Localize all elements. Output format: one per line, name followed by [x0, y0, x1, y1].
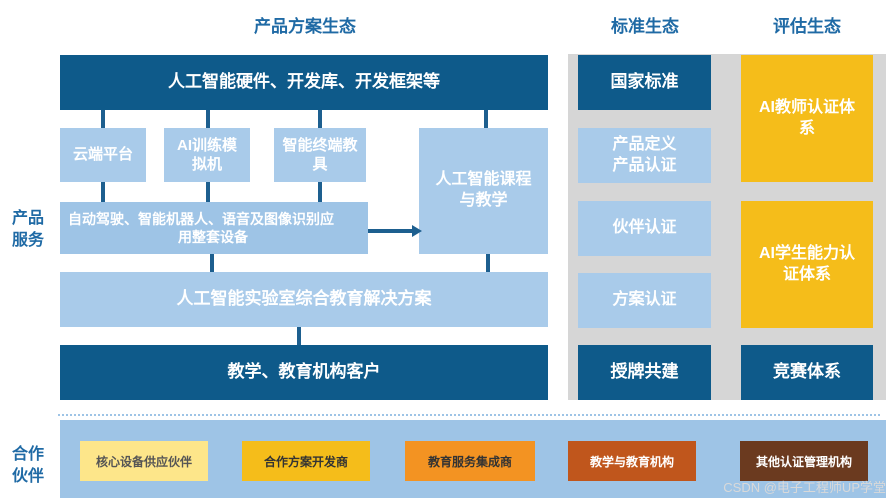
standard-national: 国家标准 [578, 55, 711, 110]
side-label-line: 产品 [11, 210, 44, 227]
standard-solution-certification: 方案认证 [578, 273, 711, 328]
partner-core-device-supplier: 核心设备供应伙伴 [80, 441, 208, 481]
arrow-down [206, 110, 210, 128]
box-line: 自动驾驶、智能机器人、语音及图像识别应 [68, 210, 334, 227]
arrow-down [101, 182, 105, 202]
evaluation-competition-system: 竞赛体系 [741, 345, 873, 400]
box-line: 产品定义 [612, 135, 677, 153]
box-line: 用整套设备 [178, 229, 248, 245]
box-line: 与教学 [459, 192, 508, 209]
box-line: 系 [798, 119, 815, 137]
arrow-down [484, 110, 488, 128]
box-line: 国家标准 [610, 72, 679, 92]
arrow-down [318, 110, 322, 128]
section-divider [58, 414, 880, 416]
evaluation-student-certification: AI学生能力认 证体系 [741, 201, 873, 328]
box-line: AI学生能力认 [758, 244, 855, 262]
smart-terminal-teaching-aids-box: 智能终端教 具 [274, 128, 366, 182]
box-line: 证体系 [782, 265, 831, 283]
standard-co-construction: 授牌共建 [578, 345, 711, 400]
header-standard-ecosystem: 标准生态 [611, 17, 679, 36]
side-label-line: 合作 [11, 446, 44, 463]
arrow-down [297, 327, 301, 345]
box-line: 人工智能课程 [435, 171, 532, 189]
box-line: 拟机 [191, 156, 222, 173]
box-line: AI训练模 [176, 136, 237, 154]
arrow-down [206, 182, 210, 202]
ai-course-teaching-box: 人工智能课程 与教学 [419, 128, 548, 254]
partner-education-institution: 教学与教育机构 [568, 441, 696, 481]
header-product-ecosystem: 产品方案生态 [254, 17, 356, 36]
education-customers-bar: 教学、教育机构客户 [60, 345, 548, 400]
standard-partner-certification: 伙伴认证 [578, 201, 711, 256]
cloud-platform-box: 云端平台 [60, 128, 146, 182]
partner-other-certification-body: 其他认证管理机构 [740, 441, 868, 481]
applications-equipment-box: 自动驾驶、智能机器人、语音及图像识别应 用整套设备 [60, 202, 368, 254]
arrow-down [210, 254, 214, 272]
partner-solution-developer: 合作方案开发商 [242, 441, 370, 481]
box-line: 伙伴认证 [612, 219, 677, 237]
arrow-down [318, 182, 322, 202]
side-label-partners: 合作 伙伴 [6, 444, 50, 488]
box-line: 产品认证 [612, 156, 677, 174]
box-line: 具 [312, 156, 328, 173]
ai-training-simulator-box: AI训练模 拟机 [164, 128, 250, 182]
partner-education-integrator: 教育服务集成商 [405, 441, 535, 481]
standard-product-certification: 产品定义 产品认证 [578, 128, 711, 183]
csdn-watermark: CSDN @电子工程师UP学堂 [723, 480, 886, 495]
side-label-product-service: 产品 服务 [6, 208, 50, 252]
arrow-down [101, 110, 105, 128]
ai-lab-solution-bar: 人工智能实验室综合教育解决方案 [60, 272, 548, 327]
box-line: 方案认证 [612, 291, 677, 309]
side-label-line: 伙伴 [11, 468, 44, 485]
box-line: 智能终端教 [282, 136, 358, 154]
header-evaluation-ecosystem: 评估生态 [773, 17, 841, 36]
box-line: AI教师认证体 [758, 98, 855, 116]
arrow-right [368, 225, 422, 237]
side-label-line: 服务 [11, 232, 44, 249]
box-line: 授牌共建 [610, 362, 679, 382]
evaluation-teacher-certification: AI教师认证体 系 [741, 55, 873, 182]
product-top-bar: 人工智能硬件、开发库、开发框架等 [60, 55, 548, 110]
arrow-down [486, 254, 490, 272]
